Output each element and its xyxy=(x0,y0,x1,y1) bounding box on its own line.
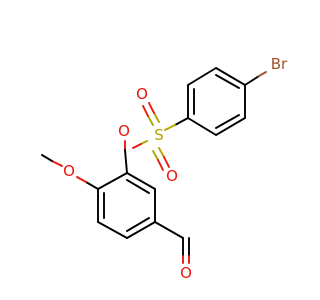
s-o-top-bond xyxy=(142,105,149,117)
c-cho-bond xyxy=(154,221,184,239)
s-o-top-bond xyxy=(147,115,154,126)
sulfonyl-oxygen-bottom-label: O xyxy=(166,167,178,185)
s-o-ester-bond xyxy=(132,143,142,149)
sulfonyl-oxygen-top-label: O xyxy=(136,85,148,103)
s-o-ester-bond xyxy=(140,140,148,145)
c-s-bond-colored xyxy=(164,124,176,131)
s-o-bottom-bond xyxy=(158,147,165,158)
methoxy-oxygen-label: O xyxy=(63,162,75,180)
c-br-bond-colored xyxy=(258,71,267,77)
c-br-bond xyxy=(244,75,260,86)
ring2-bond xyxy=(97,221,128,239)
ring1-bond xyxy=(215,117,246,136)
o-ch3-bond xyxy=(51,160,63,167)
c-o-methoxy-bond xyxy=(76,176,87,183)
s-o-top-bond xyxy=(153,112,160,123)
ring1-bond xyxy=(187,117,217,136)
ring2-double-bond xyxy=(126,217,150,232)
s-o-top-bond xyxy=(148,102,155,114)
molecule-diagram: Br S O O O O O xyxy=(41,55,288,282)
o-ch3-bond xyxy=(41,154,53,162)
ester-oxygen-label: O xyxy=(118,122,130,140)
aldehyde-oxygen-label: O xyxy=(180,264,192,282)
structure-canvas: Br S O O O O O xyxy=(41,55,288,282)
ring1-double-bond xyxy=(215,114,240,129)
vanillin-ring xyxy=(97,172,156,239)
ring2-bond xyxy=(126,172,156,190)
s-o-bottom-bond xyxy=(152,150,159,161)
c-o-methoxy-bond xyxy=(85,181,99,190)
ring2-bond xyxy=(126,221,156,239)
ring1-double-bond xyxy=(215,74,240,89)
o-c-ester-bond xyxy=(124,149,128,174)
ring2-double-bond xyxy=(126,179,150,194)
s-o-bottom-bond xyxy=(163,156,170,168)
bromine-atom-label: Br xyxy=(271,55,288,73)
s-o-bottom-bond xyxy=(157,159,164,171)
c-s-bond xyxy=(174,117,189,126)
ring1-bond xyxy=(187,67,217,86)
ring1-bond xyxy=(215,67,246,86)
ring2-bond xyxy=(97,172,128,190)
bromophenyl-ring xyxy=(187,67,246,136)
sulfur-atom-label: S xyxy=(154,126,164,144)
